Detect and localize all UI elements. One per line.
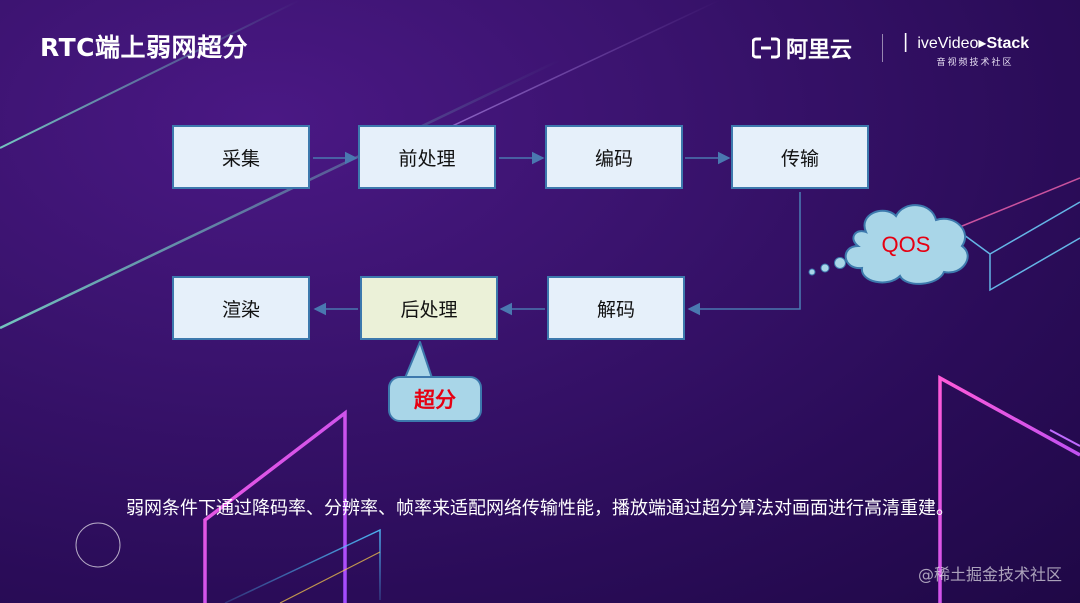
livevideostack-brand: ▏iveVideo▸Stack: [905, 35, 1030, 52]
deco-line-pink-right: [939, 177, 1080, 236]
deco-circle: [75, 522, 121, 568]
node-render: 渲染: [172, 276, 310, 340]
node-decode: 解码: [547, 276, 685, 340]
aliyun-logo-icon: [752, 37, 780, 59]
qos-cloud: [808, 204, 969, 285]
deco-box-right: [959, 201, 1080, 292]
lvs-l-glyph-icon: ▏: [905, 35, 918, 52]
livevideostack-subtitle: 音视频技术社区: [936, 58, 1014, 68]
livevideostack-logo: ▏iveVideo▸Stack 音视频技术社区: [905, 33, 1045, 68]
node-transmit: 传输: [731, 125, 869, 189]
deco-line-teal-2: [0, 58, 561, 330]
watermark: @稀土掘金技术社区: [917, 565, 1062, 584]
arrow-transmit-to-decode: [687, 192, 801, 316]
qos-label: QOS: [881, 232, 931, 257]
sr-callout: 超分: [388, 376, 482, 422]
aliyun-logo: 阿里云: [752, 32, 852, 64]
deco-line-teal: [0, 0, 301, 149]
lvs-play-icon: ▸: [978, 35, 987, 52]
logo-divider: [882, 34, 883, 62]
deco-neon-left: [203, 409, 381, 603]
page-title: RTC端上弱网超分: [40, 33, 249, 62]
node-capture: 采集: [172, 125, 310, 189]
aliyun-logo-text: 阿里云: [786, 38, 853, 63]
deco-neon-right: [938, 375, 1080, 603]
sr-callout-pointer: [404, 341, 433, 379]
slide-caption: 弱网条件下通过降码率、分辨率、帧率来适配网络传输性能，播放端通过超分算法对画面进…: [126, 498, 954, 519]
node-postprocess: 后处理: [360, 276, 498, 340]
node-preprocess: 前处理: [358, 125, 496, 189]
node-encode: 编码: [545, 125, 683, 189]
